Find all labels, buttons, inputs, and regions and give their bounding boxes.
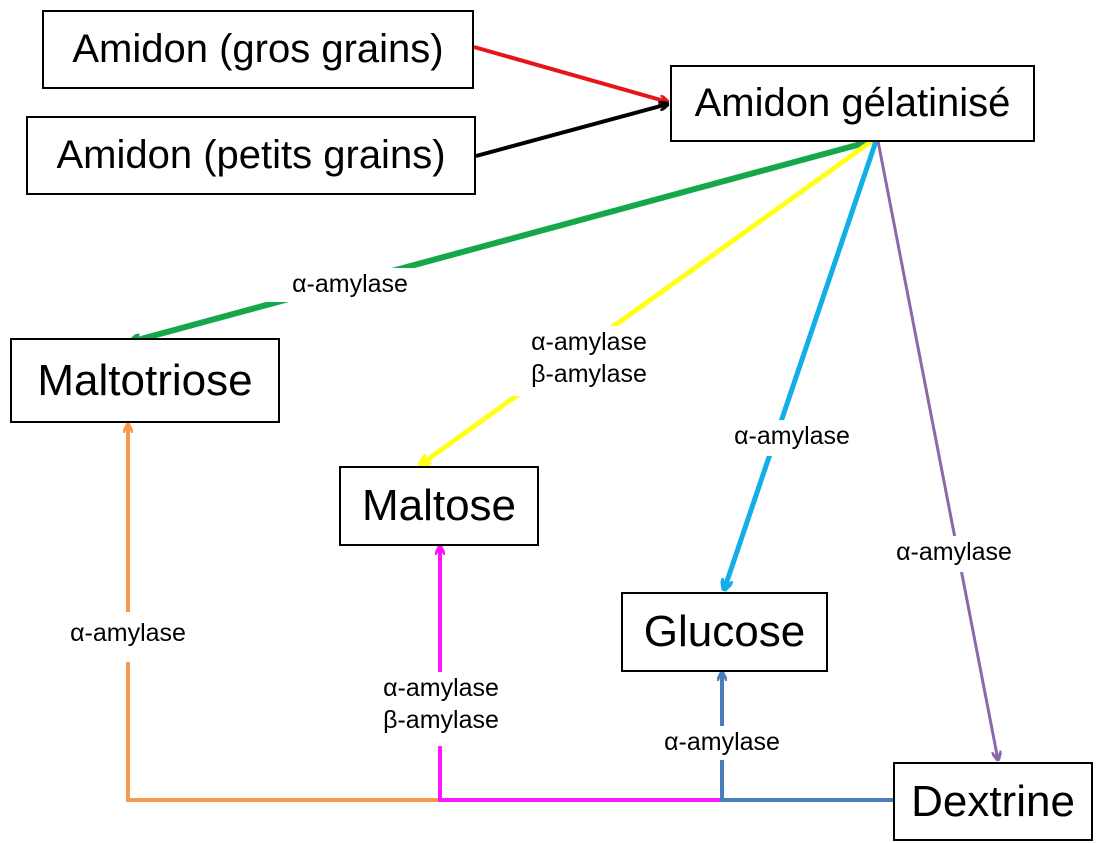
node-maltose-label: Maltose [361, 481, 517, 530]
edge-gelatinise-to-dextrine [876, 140, 998, 760]
edge-petits-to-gelatinise [475, 104, 668, 158]
node-amidon-petits-grains: Amidon (petits grains) [26, 116, 476, 195]
node-maltose: Maltose [339, 466, 539, 546]
label-to-maltotriose: α-amylase [262, 268, 438, 302]
node-dextrine: Dextrine [893, 762, 1093, 841]
node-amidon-petits-grains-label: Amidon (petits grains) [56, 133, 446, 177]
node-dextrine-label: Dextrine [911, 776, 1075, 826]
node-amidon-gelatinise-label: Amidon gélatinisé [694, 81, 1011, 125]
label-dextrine-to-maltotriose-text: α-amylase [70, 619, 186, 647]
label-to-glucose-text: α-amylase [734, 422, 850, 450]
edge-gelatinise-to-glucose [724, 140, 879, 590]
edge-dextrine-to-glucose [722, 672, 893, 802]
edge-gelatinise-to-maltose [420, 138, 874, 465]
node-amidon-gelatinise: Amidon gélatinisé [670, 65, 1035, 142]
label-dextrine-to-maltotriose: α-amylase [40, 612, 216, 662]
node-amidon-gros-grains-label: Amidon (gros grains) [72, 27, 444, 71]
node-glucose: Glucose [621, 592, 828, 672]
edge-dextrine-to-maltose [440, 546, 722, 802]
label-dextrine-to-maltose-line1: α-amylase [383, 674, 499, 702]
node-amidon-gros-grains: Amidon (gros grains) [42, 10, 474, 89]
label-dextrine-to-maltose-line2: β-amylase [383, 706, 499, 734]
node-maltotriose: Maltotriose [10, 338, 280, 423]
label-dextrine-to-glucose-text: α-amylase [664, 728, 780, 756]
edge-gros-to-gelatinise [473, 45, 668, 102]
label-to-maltose: α-amylase β-amylase [500, 326, 678, 396]
node-glucose-label: Glucose [643, 607, 806, 656]
label-to-dextrine-text: α-amylase [896, 538, 1012, 566]
edge-dextrine-to-maltotriose [128, 424, 440, 802]
label-to-maltose-line1: α-amylase [531, 328, 647, 356]
label-to-maltotriose-text: α-amylase [292, 270, 408, 298]
label-to-glucose: α-amylase [704, 420, 880, 456]
label-dextrine-to-maltose: α-amylase β-amylase [352, 672, 530, 746]
label-to-maltose-line2: β-amylase [531, 360, 647, 388]
label-to-dextrine: α-amylase [866, 536, 1042, 572]
label-dextrine-to-glucose: α-amylase [634, 726, 810, 760]
node-maltotriose-label: Maltotriose [37, 355, 253, 405]
edge-gelatinise-to-maltotriose [130, 138, 873, 342]
